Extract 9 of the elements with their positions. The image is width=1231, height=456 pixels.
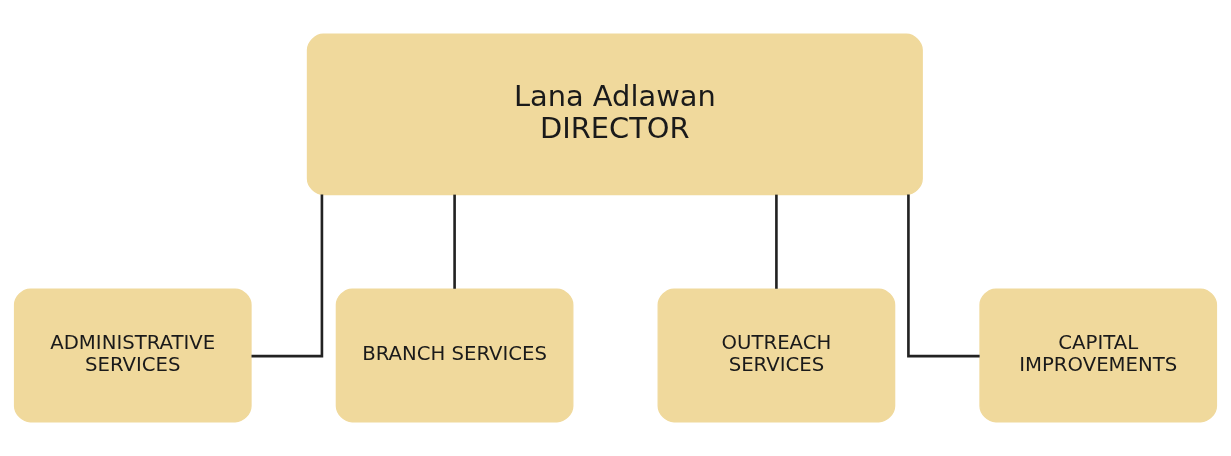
connector <box>251 194 324 358</box>
node-box: ADMINISTRATIVE SERVICES <box>13 288 252 423</box>
connector <box>907 194 980 358</box>
node-box: Lana Adlawan DIRECTOR <box>306 33 923 196</box>
connector <box>453 194 456 289</box>
node-box: OUTREACH SERVICES <box>657 288 896 423</box>
connector <box>775 194 778 289</box>
node-box: CAPITAL IMPROVEMENTS <box>979 288 1218 423</box>
node-box: BRANCH SERVICES <box>335 288 574 423</box>
